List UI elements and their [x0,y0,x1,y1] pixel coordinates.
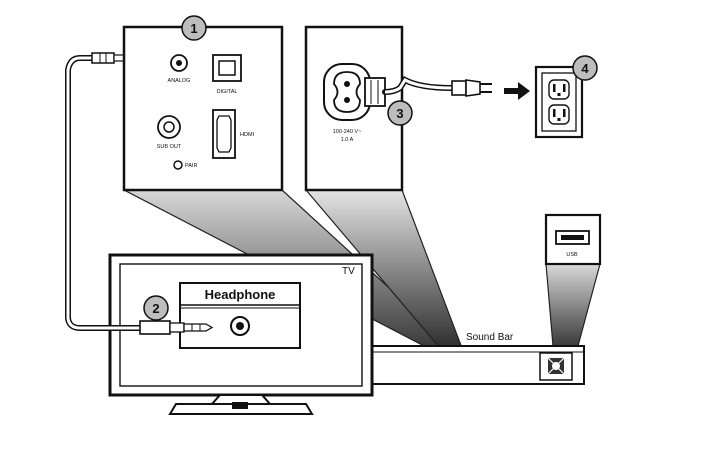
step-badge-2-text: 2 [152,301,159,316]
projection-funnel-right [545,263,601,347]
step-badge-4-text: 4 [581,61,589,76]
step-badge-3-text: 3 [396,106,403,121]
soundbar-usb-port [539,352,573,381]
headphone-label: Headphone [205,287,276,302]
soundbar-label: Sound Bar [466,332,514,343]
wall-outlet [534,65,584,139]
plug-tv [139,320,214,335]
power-plug [451,79,492,97]
analog-label: ANALOG [168,78,191,84]
power-rating-line1: 100-240 V~ [333,129,362,135]
usb-panel [544,213,602,266]
arrow-to-outlet [504,82,530,100]
power-rating-line2: 1.0 A [341,137,354,143]
step-badge-3: 3 [387,100,413,126]
sub-out-label: SUB OUT [157,144,182,150]
pair-button [173,160,183,170]
step-badge-2: 2 [143,295,169,321]
plug-top [91,52,127,64]
rear-connection-panel [122,25,284,192]
tv-label: TV [342,266,355,277]
step-badge-1-text: 1 [190,21,197,36]
hdmi-label: HDMI [240,132,255,138]
step-badge-1: 1 [181,15,207,41]
pair-label: PAIR [185,163,197,169]
headphone-port-box [179,282,301,349]
power-panel [304,25,404,192]
step-badge-4: 4 [572,55,598,81]
digital-label: DIGITAL [217,89,238,95]
sound-bar [349,345,585,385]
usb-label: USB [566,252,578,258]
